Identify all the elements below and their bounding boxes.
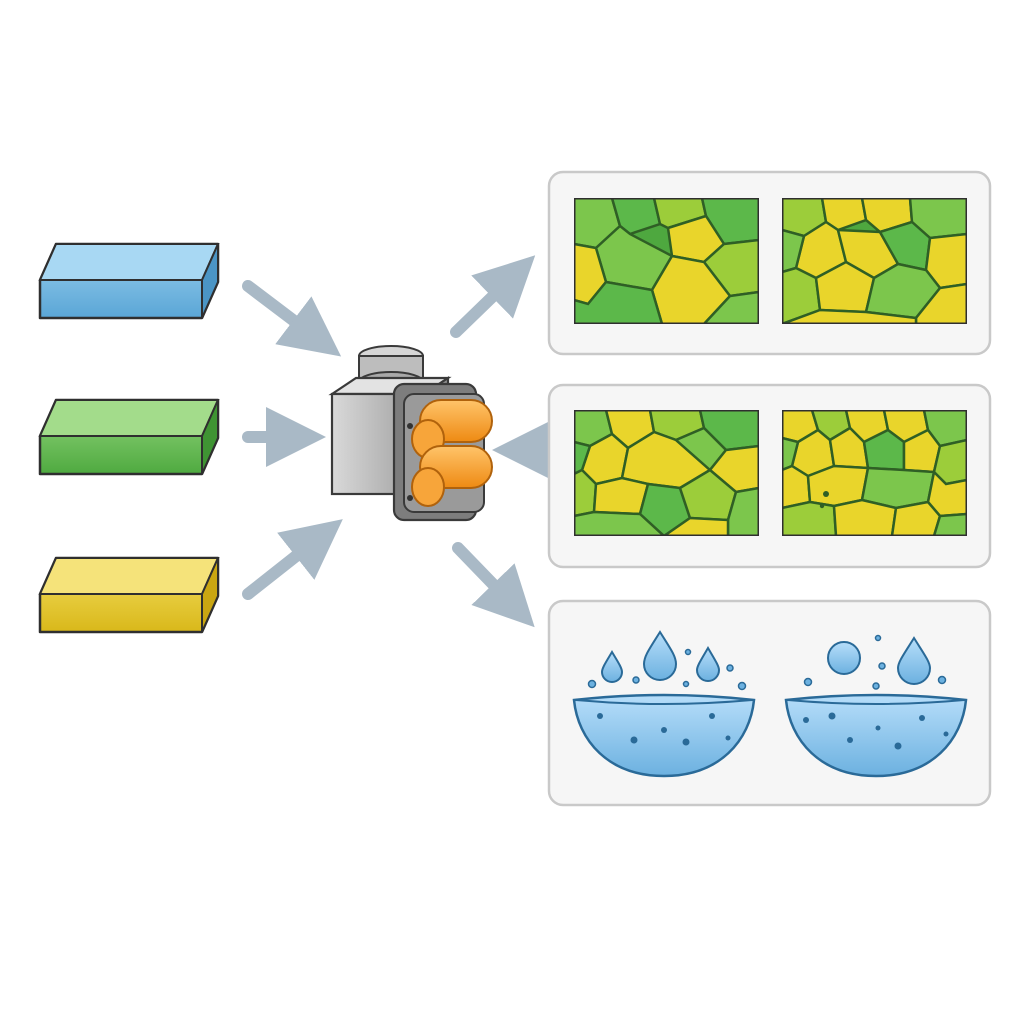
output-panel-1 <box>547 170 992 356</box>
yellow-block-icon <box>38 556 220 634</box>
arrow-processor-to-panel-3 <box>452 542 535 628</box>
arrow-processor-to-panel-1 <box>450 255 536 338</box>
processor-unit-icon <box>328 345 493 522</box>
cell-texture-icon <box>574 198 759 324</box>
mixed-cell-texture-icon <box>782 410 967 536</box>
blue-block-icon <box>38 242 220 320</box>
water-droplet-bowl-icon <box>572 630 756 778</box>
arrow-blue-to-processor <box>242 280 342 357</box>
orange-cylinder-bottom <box>411 445 493 507</box>
output-panel-2 <box>547 383 992 569</box>
input-arrows <box>242 280 343 600</box>
output-arrows <box>450 255 552 628</box>
green-block-icon <box>38 398 220 476</box>
cell-texture-icon <box>782 198 967 324</box>
mixed-cell-texture-icon <box>574 410 759 536</box>
arrow-yellow-to-processor <box>242 519 343 600</box>
water-droplet-bowl-icon <box>784 634 968 778</box>
output-panel-3 <box>547 599 992 807</box>
